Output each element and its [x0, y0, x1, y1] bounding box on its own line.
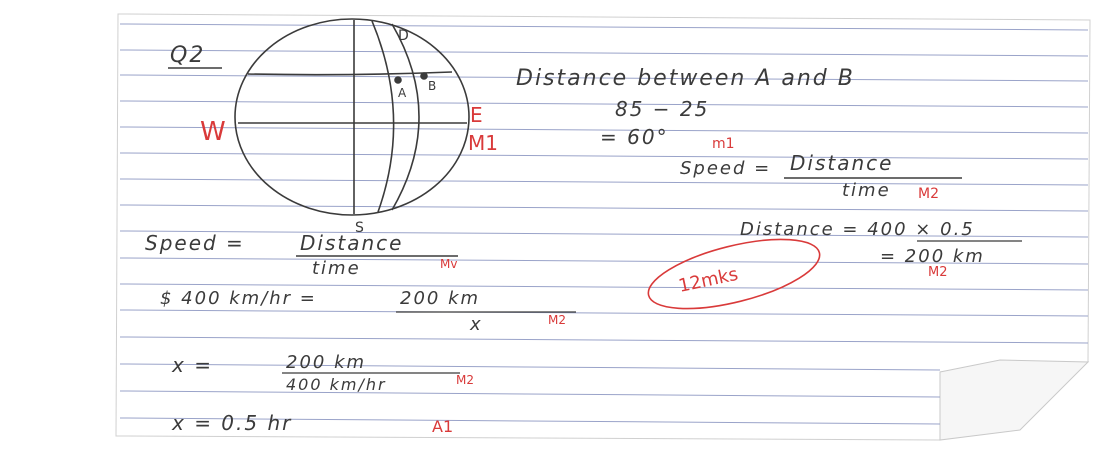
- label-point-D: D: [398, 28, 409, 44]
- mark-m2-left: M2: [548, 313, 566, 327]
- distance-result: = 200 km: [880, 246, 985, 267]
- speed-label-right: Speed =: [680, 158, 771, 179]
- mark-m2-b: M2: [928, 265, 948, 280]
- ruled-lines: [119, 23, 1089, 425]
- parallel-line: [247, 71, 453, 76]
- speed-label-left: Speed =: [145, 231, 245, 255]
- line2-left: $ 400 km/hr =: [160, 288, 317, 309]
- label-point-A: A: [398, 86, 407, 100]
- speed-denominator-left: time: [312, 258, 361, 279]
- line2-numerator: 200 km: [400, 288, 480, 309]
- torn-corner: [939, 359, 1090, 441]
- label-point-W: W: [200, 117, 226, 147]
- speed-numerator-right: Distance: [790, 151, 893, 175]
- result-60: = 60°: [600, 125, 669, 149]
- mark-m2-c: M2: [456, 373, 474, 387]
- distance-heading: Distance between A and B: [516, 66, 855, 91]
- mark-a1: A1: [432, 417, 453, 436]
- line3-numerator: 200 km: [286, 352, 366, 373]
- mark-m1-a: m1: [712, 136, 735, 152]
- mark-m-a: Mv: [440, 257, 457, 271]
- line2-denominator: x: [469, 314, 483, 335]
- score-circle: [647, 238, 821, 310]
- point-B-dot: [420, 72, 428, 80]
- line3-left: x =: [171, 353, 213, 377]
- question-label: Q2: [170, 43, 205, 68]
- speed-denominator-right: time: [842, 180, 891, 201]
- point-A-dot: [394, 76, 402, 84]
- label-point-S: S: [355, 220, 364, 236]
- line3-denominator: 400 km/hr: [286, 375, 387, 394]
- meridian-b: [391, 23, 420, 211]
- mark-m2-a: M2: [918, 186, 939, 202]
- line4-result: x = 0.5 hr: [171, 411, 292, 435]
- globe-outline: [234, 18, 470, 216]
- label-point-E: E: [470, 103, 483, 127]
- distance-line: Distance = 400 × 0.5: [740, 219, 975, 240]
- globe-diagram: [234, 18, 470, 216]
- subtraction-line: 85 − 25: [615, 97, 709, 121]
- mark-m1-b: M1: [468, 131, 498, 155]
- meridian-a: [371, 20, 395, 213]
- speed-numerator-left: Distance: [300, 231, 403, 255]
- label-point-B: B: [428, 79, 436, 93]
